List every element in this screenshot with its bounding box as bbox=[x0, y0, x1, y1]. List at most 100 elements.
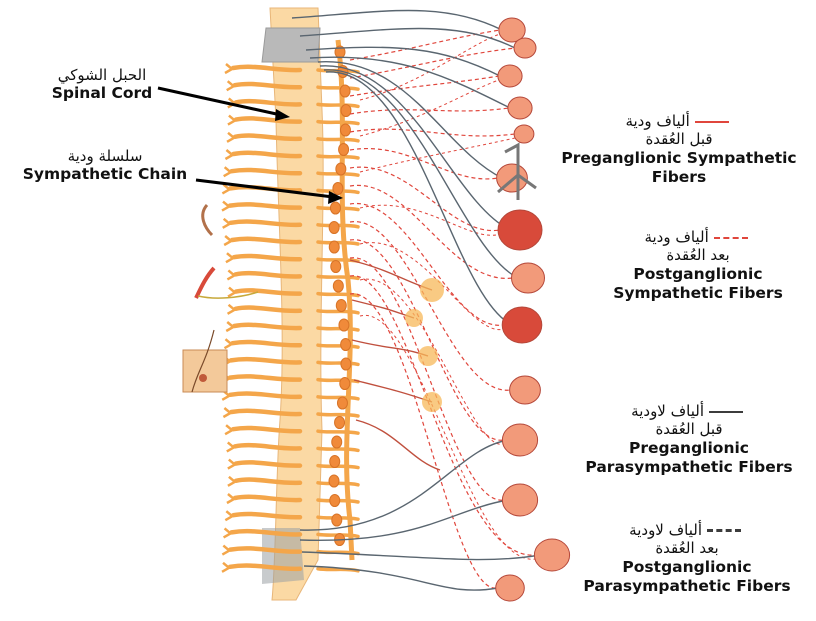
spinal-cord-label-arabic: الحبل الشوكي bbox=[22, 66, 182, 84]
chain-ganglion bbox=[329, 475, 339, 487]
sympathetic-chain-label: سلسلة ودية Sympathetic Chain bbox=[0, 147, 210, 184]
chain-ganglion bbox=[333, 183, 343, 195]
spinal-cord-label-english: Spinal Cord bbox=[22, 84, 182, 103]
legend-preganglionic-parasympathetic: ألياف لاودية قبل العُقدة Preganglionic P… bbox=[562, 402, 816, 476]
chain-ganglion bbox=[332, 436, 342, 448]
genitals-organ bbox=[496, 575, 525, 601]
spinal-nerve-right bbox=[318, 104, 358, 106]
spinal-nerve-root-left bbox=[225, 64, 232, 73]
spinal-nerve-root-left bbox=[228, 116, 235, 125]
spinal-nerve-root-left bbox=[225, 425, 232, 434]
chain-ganglion bbox=[339, 144, 349, 156]
legend-1-english-1: Preganglionic Sympathetic bbox=[544, 149, 814, 168]
chain-ganglion bbox=[340, 85, 350, 97]
postganglionic-sympathetic-fiber bbox=[360, 80, 499, 136]
kidney-organ bbox=[510, 376, 541, 404]
spinal-nerve-root-left bbox=[226, 253, 233, 262]
spinal-nerve-root-left bbox=[223, 219, 230, 228]
spinal-nerve-right bbox=[318, 276, 358, 278]
postganglionic-sympathetic-fiber bbox=[350, 167, 500, 230]
legend-postganglionic-parasympathetic: ألياف لاودية بعد العُقدة Postganglionic … bbox=[558, 521, 816, 595]
postganglionic-sympathetic-fiber bbox=[360, 205, 500, 235]
chain-ganglion bbox=[329, 222, 339, 234]
legend-4-arabic-2: بعد العُقدة bbox=[558, 539, 816, 557]
spinal-nerve-right bbox=[318, 139, 358, 141]
target-organs bbox=[496, 18, 570, 601]
spinal-cord-label: الحبل الشوكي Spinal Cord bbox=[22, 66, 182, 103]
lacrimal-gland-organ bbox=[514, 38, 536, 58]
spinal-nerve-right bbox=[318, 156, 358, 158]
liver-organ bbox=[502, 307, 542, 343]
spinal-nerve-right bbox=[318, 380, 358, 382]
legend-2-english-2: Sympathetic Fibers bbox=[580, 284, 816, 303]
spinal-nerve-root-left bbox=[228, 477, 235, 486]
spinal-nerve-root-left bbox=[227, 494, 234, 503]
chain-ganglion bbox=[330, 495, 340, 507]
preganglionic-sympathetic-fiber bbox=[352, 340, 428, 356]
spinal-nerve-root-left bbox=[224, 528, 231, 537]
brainstem-gray-section bbox=[262, 28, 320, 62]
legend-1-arabic-2: قبل العُقدة bbox=[544, 130, 814, 148]
spinal-nerve-right bbox=[318, 414, 358, 416]
preganglionic-parasympathetic-fiber bbox=[302, 552, 540, 560]
spinal-nerve-root-left bbox=[224, 167, 231, 176]
spinal-nerve-right bbox=[318, 448, 358, 450]
legend-4-english-1: Postganglionic bbox=[558, 558, 816, 577]
legend-dashed-gray-line-swatch bbox=[707, 529, 741, 532]
sympathetic-chain-label-arabic: سلسلة ودية bbox=[0, 147, 210, 165]
chain-ganglion bbox=[333, 280, 343, 292]
collateral-ganglion bbox=[418, 346, 438, 366]
legend-3-arabic-2: قبل العُقدة bbox=[562, 420, 816, 438]
chain-ganglion bbox=[337, 397, 347, 409]
heart-organ bbox=[498, 210, 542, 250]
chain-ganglion bbox=[332, 514, 342, 526]
chain-ganglion bbox=[331, 261, 341, 273]
colon-organ bbox=[502, 484, 537, 516]
spinal-nerve-root-left bbox=[223, 408, 230, 417]
sympathetic-chain-label-english: Sympathetic Chain bbox=[0, 165, 210, 184]
spinal-cord bbox=[262, 8, 323, 600]
spinal-nerve-root-left bbox=[227, 133, 234, 142]
chain-ganglion bbox=[340, 124, 350, 136]
legend-4-arabic-1: ألياف لاودية bbox=[629, 521, 702, 539]
legend-3-english-2: Parasympathetic Fibers bbox=[562, 458, 816, 477]
spinal-nerve-root-left bbox=[222, 202, 229, 211]
spinal-nerve-root-left bbox=[225, 511, 232, 520]
legend-3-arabic-1: ألياف لاودية bbox=[631, 402, 704, 420]
legend-2-english-1: Postganglionic bbox=[580, 265, 816, 284]
skin-inset bbox=[183, 205, 258, 392]
spinal-nerve-root-left bbox=[224, 339, 231, 348]
legend-preganglionic-sympathetic: ألياف ودية قبل العُقدة Preganglionic Sym… bbox=[544, 112, 814, 186]
legend-postganglionic-sympathetic: ألياف ودية بعد العُقدة Postganglionic Sy… bbox=[580, 228, 816, 302]
preganglionic-sympathetic-fiber bbox=[356, 420, 440, 470]
collateral-ganglion bbox=[405, 309, 423, 327]
legend-1-arabic-1: ألياف ودية bbox=[625, 112, 689, 130]
spinal-nerve-right bbox=[318, 122, 358, 124]
preganglionic-parasympathetic-fiber bbox=[292, 11, 502, 31]
postganglionic-sympathetic-fiber bbox=[350, 149, 498, 179]
spinal-nerve-root-left bbox=[228, 460, 235, 469]
chain-ganglion bbox=[330, 456, 340, 468]
legend-dashed-red-line-swatch bbox=[714, 237, 748, 239]
spinal-nerve-root-left bbox=[224, 236, 231, 245]
stomach-organ bbox=[512, 263, 545, 293]
chain-ganglion bbox=[341, 105, 351, 117]
spinal-nerve-right bbox=[318, 87, 358, 89]
postganglionic-sympathetic-fiber bbox=[350, 185, 513, 278]
collateral-ganglion bbox=[420, 278, 444, 302]
spinal-nerve-root-left bbox=[227, 270, 234, 279]
spinal-nerve-root-left bbox=[222, 184, 229, 193]
postganglionic-sympathetic-fiber bbox=[350, 294, 497, 588]
chain-ganglion bbox=[339, 319, 349, 331]
spinal-nerve-root-left bbox=[227, 81, 234, 90]
chain-ganglion bbox=[336, 163, 346, 175]
chain-ganglion bbox=[341, 358, 351, 370]
chain-ganglion bbox=[336, 300, 346, 312]
preganglionic-parasympathetic-fiber bbox=[300, 29, 515, 49]
spinal-nerve-root-left bbox=[228, 288, 235, 297]
spinal-nerve-root-left bbox=[226, 322, 233, 331]
legend-4-english-2: Parasympathetic Fibers bbox=[558, 577, 816, 596]
postganglionic-sympathetic-fiber bbox=[350, 203, 504, 325]
salivary-gland-organ bbox=[498, 65, 522, 87]
chain-ganglion bbox=[329, 241, 339, 253]
